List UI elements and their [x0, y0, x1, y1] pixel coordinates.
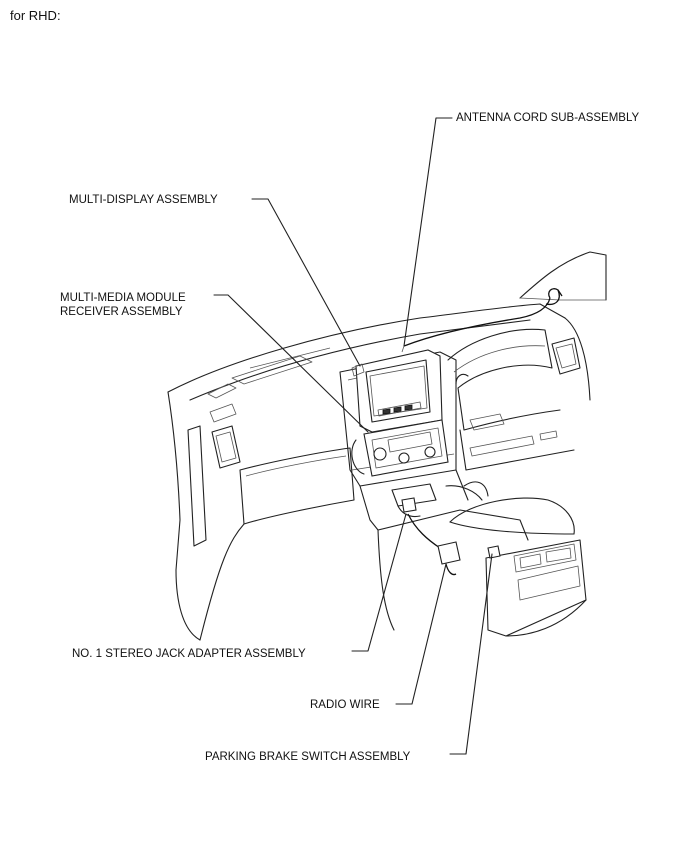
diagram-heading: for RHD:: [10, 8, 61, 23]
multimedia-receiver-unit: [351, 419, 449, 477]
callout-antenna-cord: ANTENNA CORD SUB-ASSEMBLY: [456, 112, 640, 124]
callout-radio-wire: RADIO WIRE: [310, 699, 380, 711]
radio-wire-harness: [407, 513, 501, 576]
rear-console: [449, 497, 587, 637]
callout-parking-brake: PARKING BRAKE SWITCH ASSEMBLY: [205, 751, 411, 763]
center-console: [377, 481, 529, 631]
callout-leaders: [213, 117, 493, 755]
passenger-dash: [167, 391, 355, 641]
antenna-cord: [401, 288, 563, 353]
callout-multimedia-receiver-line2: RECEIVER ASSEMBLY: [60, 306, 183, 318]
dashboard-top: [167, 303, 566, 401]
callout-multi-display: MULTI-DISPLAY ASSEMBLY: [69, 194, 218, 206]
driver-dash: [447, 317, 591, 471]
callout-multimedia-receiver-line1: MULTI-MEDIA MODULE: [60, 292, 186, 304]
callout-stereo-jack: NO. 1 STEREO JACK ADAPTER ASSEMBLY: [72, 648, 306, 660]
multi-display-unit: [351, 349, 443, 433]
windshield-outline: [519, 251, 607, 301]
